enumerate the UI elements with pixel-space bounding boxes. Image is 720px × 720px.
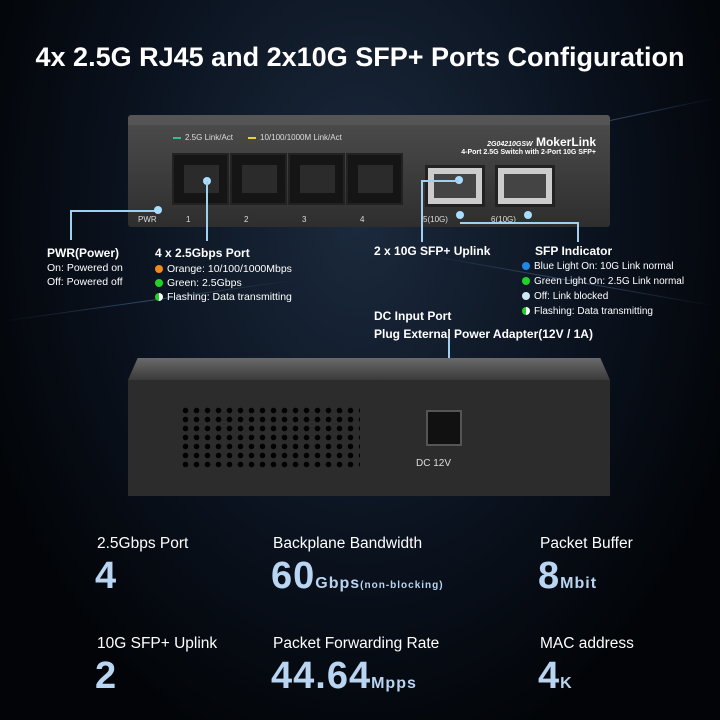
rj45-port-4 [346, 153, 403, 205]
page-title: 4x 2.5G RJ45 and 2x10G SFP+ Ports Config… [35, 42, 685, 72]
port-label: 1 [186, 215, 191, 224]
switch-front-panel: 2.5G Link/Act 10/100/1000M Link/Act 2G04… [128, 115, 610, 227]
pwr-callout-title: PWR(Power) [47, 246, 119, 260]
callout-dot [154, 206, 162, 214]
callout-line [421, 180, 459, 182]
stat-label: Packet Buffer [540, 535, 633, 552]
stat-value: 44.64Mpps [271, 655, 417, 697]
sfp-indicator-list: Blue Light On: 10G Link normal Green Lig… [522, 259, 684, 319]
blue-dot-icon [522, 262, 530, 270]
stat-value: 60Gbps(non-blocking) [271, 555, 444, 597]
rj45-port-1 [172, 153, 229, 205]
sfp-port-6 [495, 165, 555, 207]
stat-label: MAC address [540, 635, 634, 652]
sfp-callout-title: 2 x 10G SFP+ Uplink [374, 244, 491, 258]
rj45-callout-title: 4 x 2.5Gbps Port [155, 246, 250, 260]
sfp-indicator-title: SFP Indicator [535, 244, 613, 258]
rj45-port-2 [230, 153, 287, 205]
stat-value: 8Mbit [538, 555, 598, 597]
port-label: 5(10G) [423, 215, 448, 224]
stat-value: 2 [95, 655, 118, 697]
stat-label: Backplane Bandwidth [273, 535, 423, 552]
callout-dot [524, 211, 532, 219]
led-legend-1g: 10/100/1000M Link/Act [248, 133, 342, 142]
port-label: 6(10G) [491, 215, 516, 224]
off-dot-icon [522, 292, 530, 300]
sfp-port-5 [425, 165, 485, 207]
callout-line [460, 222, 578, 224]
green-dot-icon [155, 279, 163, 287]
stat-label: Packet Forwarding Rate [273, 635, 440, 652]
callout-dot [455, 176, 463, 184]
port-label: 4 [360, 215, 365, 224]
vent-holes [180, 406, 360, 470]
stat-value: 4 [95, 555, 118, 597]
stat-label: 2.5Gbps Port [97, 535, 189, 552]
callout-dot [456, 211, 464, 219]
callout-line [577, 222, 579, 242]
pwr-label: PWR [138, 215, 157, 224]
callout-line [70, 210, 72, 240]
port-label: 3 [302, 215, 307, 224]
callout-line [206, 181, 208, 241]
led-legend-2-5g: 2.5G Link/Act [173, 133, 233, 142]
port-label: 2 [244, 215, 249, 224]
switch-back-panel: DC 12V [128, 358, 610, 496]
rj45-callout-list: Orange: 10/100/1000Mbps Green: 2.5Gbps F… [155, 262, 292, 304]
orange-dot-icon [155, 265, 163, 273]
dc-callout-subtitle: Plug External Power Adapter(12V / 1A) [374, 327, 593, 341]
callout-line [421, 180, 423, 242]
dc-callout-title: DC Input Port [374, 309, 452, 323]
stat-label: 10G SFP+ Uplink [97, 635, 218, 652]
callout-line [70, 210, 158, 212]
dc-jack [426, 410, 462, 446]
flashing-dot-icon [522, 307, 530, 315]
flashing-dot-icon [155, 293, 163, 301]
green-dot-icon [522, 277, 530, 285]
rj45-port-3 [288, 153, 345, 205]
stat-value: 4K [538, 655, 573, 697]
dc-label: DC 12V [416, 458, 452, 469]
